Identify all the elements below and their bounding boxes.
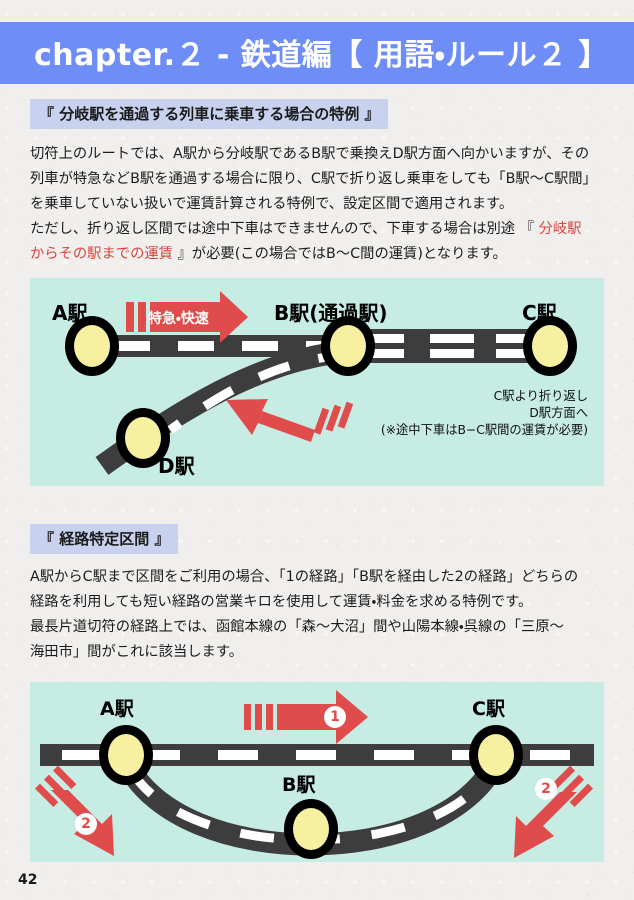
s1-p1-line1: 切符上のルートでは、A駅から分岐駅であるB駅で乗換えD駅方面へ向かいますが、その [30,146,590,162]
figure-1-note-line-3: (※途中下車はB−C駅間の運賃が必要) [380,423,588,437]
s2-line4: 海田市」間がこれに該当します。 [30,644,244,660]
route-2-right-badge: 2 [535,778,557,800]
page-number: 42 [18,872,38,888]
figure-route-specified-section-diagram: A駅 B駅 C駅 1 2 2 [30,682,604,862]
route-2-left-badge: 2 [75,813,97,835]
figure-1-label-station-c: C駅 [522,301,557,325]
s1-p2-red-2: からその駅までの運賃 [30,246,173,262]
figure-2-label-station-c: C駅 [472,698,505,720]
s1-p2-red-1: 分岐駅 [538,221,582,237]
s1-p2-part-b: 』が必要(この場合ではB〜C間の運賃)となります。 [172,246,507,262]
s1-p1-line2: 列車が特急などB駅を通過する場合に限り、C駅で折り返し乗車をしても「B駅〜C駅間… [30,171,597,187]
station-marker-a [99,725,153,785]
section-2-body: A駅からC駅まで区間をご利用の場合、「1の経路」「B駅を経由した2の経路」どちら… [30,565,610,665]
section-1-body: 切符上のルートでは、A駅から分岐駅であるB駅で乗換えD駅方面へ向かいますが、その… [30,142,610,267]
figure-1-note-line-1: C駅より折り返し [493,389,588,403]
s1-p2-part-a: ただし、折り返し区間では途中下車はできませんので、下車する場合は別途 『 [30,221,539,237]
figure-1-note-line-2: D駅方面へ [529,406,588,420]
return-direction-arrow [226,399,354,442]
route-2-right-arrow [514,765,594,858]
figure-1-label-station-d: D駅 [158,454,195,478]
section-1-heading: 『 分岐駅を通過する列車に乗車する場合の特例 』 [30,99,389,129]
express-arrow-label: 特急・快速 [148,311,209,327]
route-1-badge: 1 [324,706,346,728]
section-1-paragraph-2: ただし、折り返し区間では途中下車はできませんので、下車する場合は別途 『 分岐駅… [30,217,610,267]
figure-2-label-station-a: A駅 [100,698,134,720]
s2-line2: 経路を利用しても短い経路の営業キロを使用して運賃・料金を求める特例です。 [30,594,533,610]
station-marker-b [284,799,338,859]
section-1-paragraph-1: 切符上のルートでは、A駅から分岐駅であるB駅で乗換えD駅方面へ向かいますが、その… [30,142,610,217]
s2-line1: A駅からC駅まで区間をご利用の場合、「1の経路」「B駅を経由した2の経路」どちら… [30,569,579,585]
page-title: chapter.２ - 鉄道編【 用語・ルール２ 】 [34,38,609,73]
section-2-heading: 『 経路特定区間 』 [30,524,179,554]
figure-1-label-station-b: B駅(通過駅) [274,301,388,325]
figure-1-note: C駅より折り返し D駅方面へ (※途中下車はB−C駅間の運賃が必要) [381,388,588,439]
figure-2-label-station-b: B駅 [282,774,316,796]
figure-1-label-station-a: A駅 [52,301,88,325]
figure-branch-station-diagram: 特急・快速 A駅 B駅(通過駅) C駅 D駅 C駅より折り返し D駅方面へ (※… [30,278,604,486]
s1-p1-line3: を乗車していない扱いで運賃計算される特例で、設定区間で適用されます。 [30,196,514,212]
s2-line3: 最長片道切符の経路上では、函館本線の「森〜大沼」間や山陽本線・呉線の「三原〜 [30,619,564,635]
route-1-arrow [244,690,368,744]
route-2-left-arrow [34,765,114,856]
station-marker-c [469,725,523,785]
